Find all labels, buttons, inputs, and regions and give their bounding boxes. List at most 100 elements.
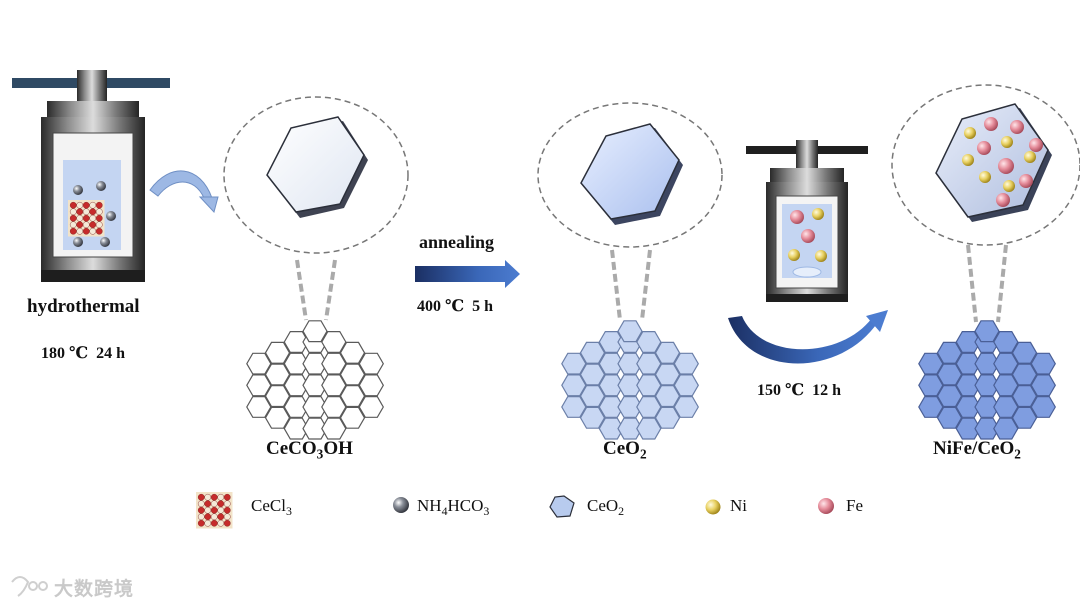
hex-cell — [974, 352, 1000, 375]
hex-cell — [617, 417, 643, 440]
ce-atom — [95, 201, 103, 209]
ce-atom — [69, 214, 77, 222]
product-ceco3oh-a: CeCO — [266, 438, 317, 459]
cl-atom — [69, 221, 77, 229]
hex-cell — [321, 352, 347, 375]
hex-cell — [654, 363, 681, 386]
hex-cell — [321, 417, 347, 440]
hex-cell — [302, 374, 328, 397]
cl-atom — [95, 221, 103, 229]
hex-cell — [955, 417, 981, 440]
hex-cell — [358, 396, 384, 418]
hex-cell — [617, 352, 643, 375]
annealing-time: 5 h — [472, 298, 494, 315]
ce-atom — [223, 519, 231, 527]
hex-cell — [654, 406, 681, 429]
hex-cell — [598, 352, 624, 375]
hex-cell — [246, 374, 272, 397]
ce-atom — [217, 500, 225, 508]
ce-atom — [69, 201, 77, 209]
product-nife-ceo2-sub: 2 — [1014, 446, 1021, 462]
hex-cell — [579, 385, 606, 408]
ce-atom — [76, 221, 84, 229]
hex-cell — [283, 396, 309, 418]
cl-atom — [210, 500, 218, 508]
hex-cell — [264, 385, 291, 408]
curved-arrow-2 — [728, 310, 888, 364]
cl-atom — [95, 208, 103, 216]
ce-atom — [210, 506, 218, 514]
cl-atom — [76, 214, 84, 222]
hex-cell — [339, 385, 366, 408]
legend-nh4-sub1: 4 — [441, 504, 448, 519]
watermark-text: 大数跨境 — [54, 578, 135, 600]
ce-atom — [210, 519, 218, 527]
legend-nh4-a: NH — [417, 496, 442, 515]
hydrothermal-temp: 180 ℃ — [41, 345, 89, 362]
hex-cell — [918, 374, 944, 397]
hex-cell — [936, 385, 963, 408]
legend-nh4hco3-label: NH4HCO3 — [417, 496, 489, 519]
hex-cell — [283, 417, 309, 440]
legend-ceo2-label: CeO2 — [587, 496, 624, 519]
hex-cell — [636, 352, 662, 375]
product-ceo2-a: CeO — [603, 438, 640, 459]
hydrothermal-time: 24 h — [96, 345, 126, 362]
hex-cell — [993, 331, 1019, 353]
hydrothermal-label: hydrothermal — [27, 296, 140, 317]
hex-cell — [974, 320, 1000, 343]
hex-cell — [283, 374, 309, 397]
hex-cell — [955, 396, 981, 418]
hex-cell — [598, 374, 624, 397]
product-ceco3oh-label: CeCO3OH — [266, 438, 353, 463]
legend-ceo2-icon — [549, 495, 575, 518]
cecl3-crystal — [68, 200, 105, 237]
hex-cluster-ceo2 — [561, 320, 699, 440]
loading-condition: 150 ℃ 12 h — [757, 380, 841, 400]
product-ceo2-sub: 2 — [639, 446, 647, 462]
hex-cell — [561, 396, 587, 418]
cl-atom — [197, 513, 205, 521]
hex-cell — [636, 417, 662, 440]
hex-cell — [246, 352, 272, 375]
hex-cell — [302, 320, 328, 343]
hex-cell — [598, 331, 624, 353]
hex-cell — [617, 320, 643, 343]
ce-atom — [69, 227, 77, 235]
cl-atom — [69, 208, 77, 216]
hex-cell — [617, 396, 643, 418]
hex-cell — [1030, 352, 1056, 375]
hex-cell — [936, 363, 963, 386]
hex-cell — [974, 417, 1000, 440]
ce-atom — [210, 493, 218, 501]
ce-atom — [82, 227, 90, 235]
legend-ceo2-a: CeO — [587, 496, 619, 515]
ce-atom — [95, 227, 103, 235]
hex-cell — [1030, 396, 1056, 418]
cl-atom — [210, 513, 218, 521]
hex-cell — [339, 363, 366, 386]
hex-cell — [918, 396, 944, 418]
hex-cell — [1030, 374, 1056, 397]
hex-cell — [936, 341, 963, 364]
ce-atom — [82, 214, 90, 222]
annealing-label: annealing — [419, 232, 495, 252]
hex-cell — [918, 352, 944, 375]
hex-cell — [358, 352, 384, 375]
autoclave-small — [746, 140, 868, 302]
legend-ni-icon — [705, 499, 721, 515]
cl-atom — [217, 493, 225, 501]
hex-cluster-ceco3oh — [246, 320, 384, 440]
legend-nh4-sub2: 3 — [483, 504, 490, 519]
ce-atom — [197, 493, 205, 501]
zoom-view-ceco3oh — [223, 96, 409, 321]
hex-cell — [579, 363, 606, 386]
hex-cell — [283, 331, 309, 353]
product-ceco3oh-b: OH — [323, 438, 353, 459]
annealing-arrow — [415, 260, 520, 288]
product-ceo2-label: CeO2 — [603, 438, 647, 463]
nh4hco3-particles — [73, 181, 116, 247]
hex-cell — [955, 331, 981, 353]
hex-cell — [358, 374, 384, 397]
hex-cell — [673, 396, 699, 418]
